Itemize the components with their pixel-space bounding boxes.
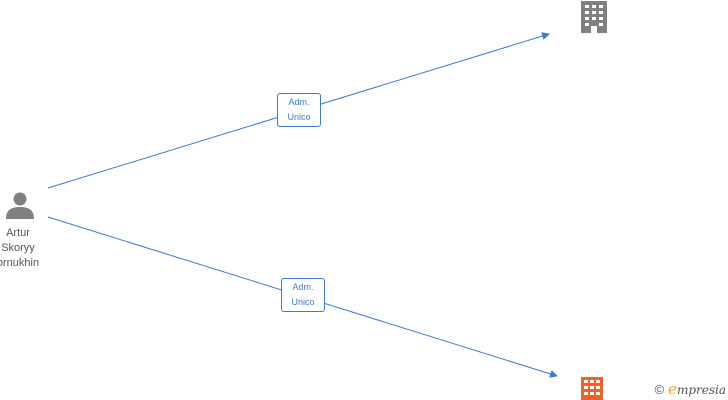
edge-role-line: Unico (291, 297, 315, 307)
person-name-line: ornukhin (0, 257, 40, 269)
brand-logo-letter: e (668, 380, 677, 398)
empresia-watermark: © empresia (654, 380, 726, 398)
edge-role-badge[interactable]: Adm. Unico (281, 278, 325, 312)
person-name-label[interactable]: Artur Skoryy ornukhin (0, 226, 63, 271)
copyright-symbol: © (654, 381, 665, 397)
edge-role-line: Unico (287, 112, 311, 122)
brand-logo-text: mpresia (676, 383, 726, 397)
edge-role-badge[interactable]: Adm. Unico (277, 93, 321, 127)
person-name-line: Artur (6, 227, 30, 239)
person-name-line: Skoryy (1, 242, 35, 254)
edge-role-line: Adm. (292, 282, 314, 292)
edge-role-line: Adm. (288, 97, 310, 107)
building-icon[interactable] (581, 377, 603, 400)
person-icon[interactable] (6, 192, 34, 220)
building-icon[interactable] (581, 1, 607, 33)
